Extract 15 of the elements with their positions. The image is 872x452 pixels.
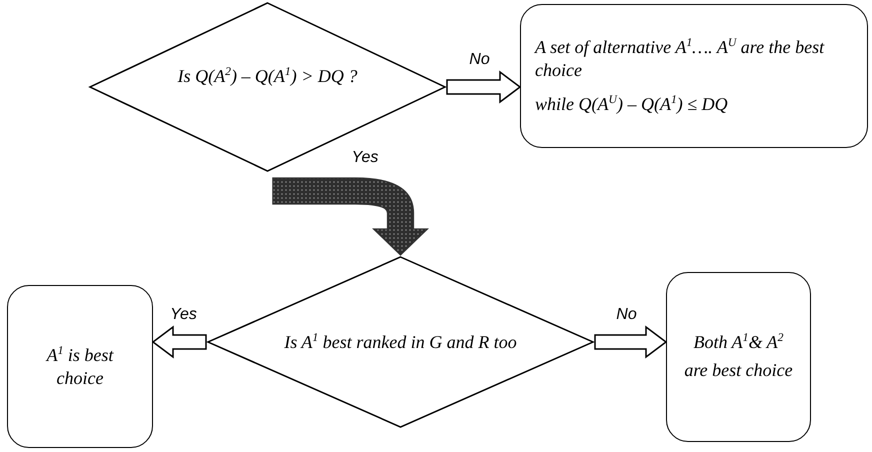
rounded-box	[7, 285, 153, 448]
outcome-text: Both A$^{1}$& A$^{2}$ are best choice	[683, 330, 794, 382]
decision-diamond	[208, 257, 593, 427]
outcome-text: while Q(A$^{U}$) – Q(A$^{1}$) ≤ DQ	[535, 93, 728, 116]
outcome-text: A set of alternative A$^{1}$…. A$^{U}$ are the best choice	[535, 36, 826, 82]
decision-question: Is A$^{1}$ best ranked in G and R too	[284, 330, 517, 354]
block-arrow	[594, 326, 668, 358]
block-arrow	[152, 326, 207, 358]
outcome-text: A$^{1}$ is best choice	[44, 344, 115, 389]
decision-diamond	[90, 3, 445, 171]
curved-arrow	[272, 177, 428, 256]
rounded-box	[520, 4, 868, 148]
rounded-box	[666, 272, 811, 442]
block-arrow	[446, 70, 522, 104]
decision-question: Is Q(A$^{2}$) – Q(A$^{1}$) > DQ ?	[178, 65, 358, 88]
